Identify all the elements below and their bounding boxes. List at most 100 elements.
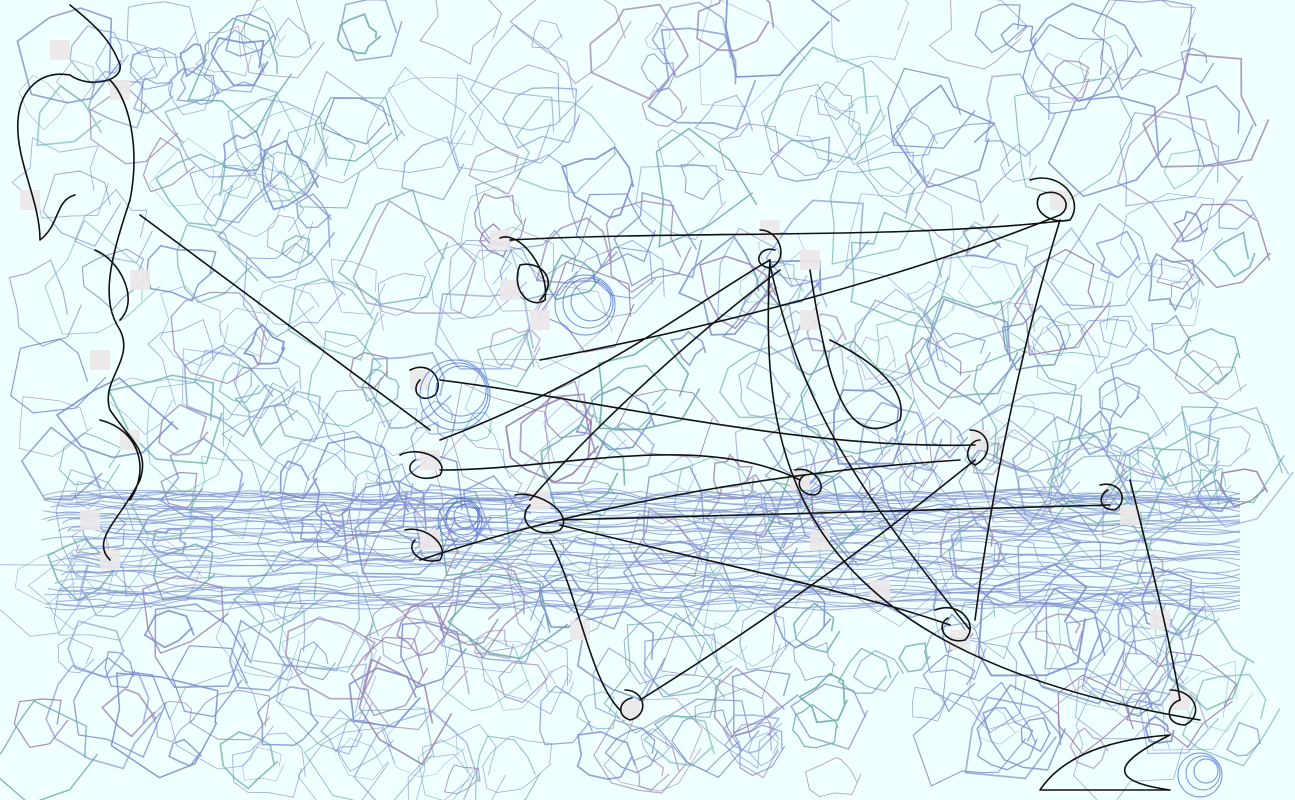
blue-swirl xyxy=(1177,752,1223,798)
scribble-loop xyxy=(480,638,570,715)
scribble-loop xyxy=(1168,280,1197,310)
scribble-loop xyxy=(598,335,701,431)
scribble-loop xyxy=(1125,262,1201,332)
scribble-loop xyxy=(416,723,507,800)
scribble-wave xyxy=(76,539,1241,551)
blue-swirl xyxy=(453,503,479,529)
scribble-loop xyxy=(421,400,457,435)
scribble-loop xyxy=(934,332,992,374)
scribble-loop xyxy=(1018,587,1126,705)
scribble-loop xyxy=(362,501,459,613)
scribble-loop xyxy=(948,522,1008,588)
node-marker xyxy=(90,350,110,370)
scribble-loop xyxy=(448,239,528,319)
scribble-loop xyxy=(576,731,637,780)
scribble-loop xyxy=(89,84,184,165)
scribble-loop xyxy=(837,647,892,694)
scribble-loop xyxy=(592,647,651,722)
scribble-loop xyxy=(640,53,676,93)
scribble-loop xyxy=(852,649,905,692)
scribble-loop xyxy=(210,36,269,87)
scribble-loop xyxy=(249,107,329,184)
scribble-loop xyxy=(854,288,947,392)
scribble-wave xyxy=(67,526,1241,538)
scribble-loop xyxy=(80,564,139,618)
scribble-loop xyxy=(295,641,336,681)
scribble-loop xyxy=(892,84,996,188)
scribble-loop xyxy=(1020,717,1051,753)
scribble-loop xyxy=(831,0,910,63)
scribble-loop xyxy=(1000,143,1037,183)
scribble-loop xyxy=(1022,23,1112,114)
scribble-wave xyxy=(55,596,1241,608)
scribble-loop xyxy=(1099,315,1138,349)
scribble-loop xyxy=(647,27,757,131)
scribble-loop xyxy=(848,299,936,386)
scribble-loop xyxy=(1116,410,1219,523)
scribble-loop xyxy=(67,620,125,678)
scribble-loop xyxy=(964,696,1064,780)
scribble-loop xyxy=(158,403,209,456)
node-marker xyxy=(760,220,780,240)
scribble-loop xyxy=(337,188,449,305)
scribble-loop xyxy=(519,393,605,485)
scribble-loop xyxy=(698,0,808,108)
scribble-loop xyxy=(524,538,565,580)
scribble-loop xyxy=(616,388,720,459)
connector-10 xyxy=(767,259,1201,721)
scribble-loop xyxy=(53,560,152,641)
scribble-loop xyxy=(1080,319,1148,375)
scribble-loop xyxy=(160,471,204,509)
scribble-loop xyxy=(926,298,1028,406)
connector-8 xyxy=(549,539,621,711)
scribble-loop xyxy=(1073,687,1184,800)
scribble-loop xyxy=(183,344,274,438)
scribble-loop xyxy=(314,97,399,162)
scribble-loop xyxy=(1065,616,1113,665)
scribble-loop xyxy=(381,606,443,665)
scribble-loop xyxy=(704,536,772,610)
scribble-loop xyxy=(738,362,792,418)
connector-1 xyxy=(509,219,1071,241)
scribble-loop xyxy=(576,610,666,702)
scribble-loop xyxy=(101,688,157,738)
scribble-loop xyxy=(272,17,317,58)
scribble-loop xyxy=(764,46,882,161)
scribble-loop xyxy=(982,684,1066,771)
scribble-wave xyxy=(42,505,1241,517)
scribble-loop xyxy=(571,239,665,318)
scribble-loop xyxy=(1219,468,1269,508)
connector-16 xyxy=(1039,734,1171,791)
scribble-loop xyxy=(443,505,488,544)
node-marker xyxy=(800,250,820,270)
scribble-loop xyxy=(1047,95,1173,198)
knot-center xyxy=(514,493,565,534)
node-marker xyxy=(420,450,440,470)
scribble-wave xyxy=(44,590,1241,601)
scribble-loop xyxy=(1078,34,1129,80)
scribble-loop xyxy=(858,401,943,472)
scribble-loop xyxy=(469,24,594,131)
knot-upper-mid xyxy=(499,236,549,304)
scribble-loop xyxy=(27,549,118,630)
scribble-loop xyxy=(1100,382,1169,457)
scribble-loop xyxy=(460,186,525,261)
scribble-loop xyxy=(739,610,791,671)
scribble-loop xyxy=(575,193,656,269)
scribble-loop xyxy=(956,404,1072,491)
scribble-loop xyxy=(273,390,329,443)
scribble-loop xyxy=(296,193,332,229)
scribble-loop xyxy=(640,728,672,763)
scribble-loop xyxy=(126,1,200,58)
scribble-loop xyxy=(234,383,299,447)
scribble-loop xyxy=(502,87,581,149)
scribble-loop xyxy=(603,698,703,792)
scribble-loop xyxy=(713,667,785,738)
scribble-loop xyxy=(576,691,618,730)
node-marker xyxy=(420,530,440,550)
scribble-loop xyxy=(748,732,780,767)
scribble-loop xyxy=(604,727,659,774)
scribble-loop xyxy=(203,29,265,93)
